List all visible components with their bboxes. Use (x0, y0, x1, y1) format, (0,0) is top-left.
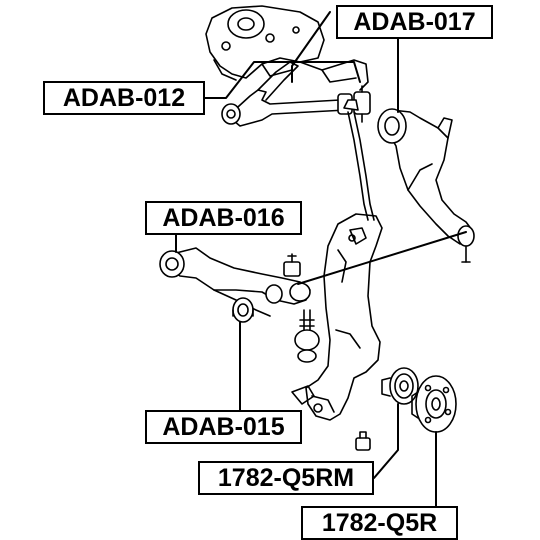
ball-joint-bolt (355, 431, 371, 451)
part-label-adab-016[interactable]: ADAB-016 (145, 201, 302, 235)
leader-lines (175, 11, 467, 507)
strut-mount-bracket (205, 5, 369, 91)
lower-wishbone-017 (377, 108, 475, 263)
part-label-adab-017[interactable]: ADAB-017 (336, 5, 493, 39)
upper-link-arm (221, 61, 371, 127)
steering-knuckle (291, 213, 383, 421)
lower-ball-joint (294, 309, 320, 363)
part-label-1782-q5rm[interactable]: 1782-Q5RM (198, 461, 374, 495)
vertical-link-rod (343, 99, 375, 221)
wheel-hub-q5r (411, 375, 457, 433)
bushing-015 (232, 297, 254, 323)
part-label-adab-012[interactable]: ADAB-012 (43, 81, 205, 115)
lower-control-arm-016 (159, 247, 311, 317)
part-label-1782-q5r[interactable]: 1782-Q5R (301, 506, 458, 540)
hub-bearing-q5rm (381, 367, 419, 405)
part-label-adab-015[interactable]: ADAB-015 (145, 410, 302, 444)
